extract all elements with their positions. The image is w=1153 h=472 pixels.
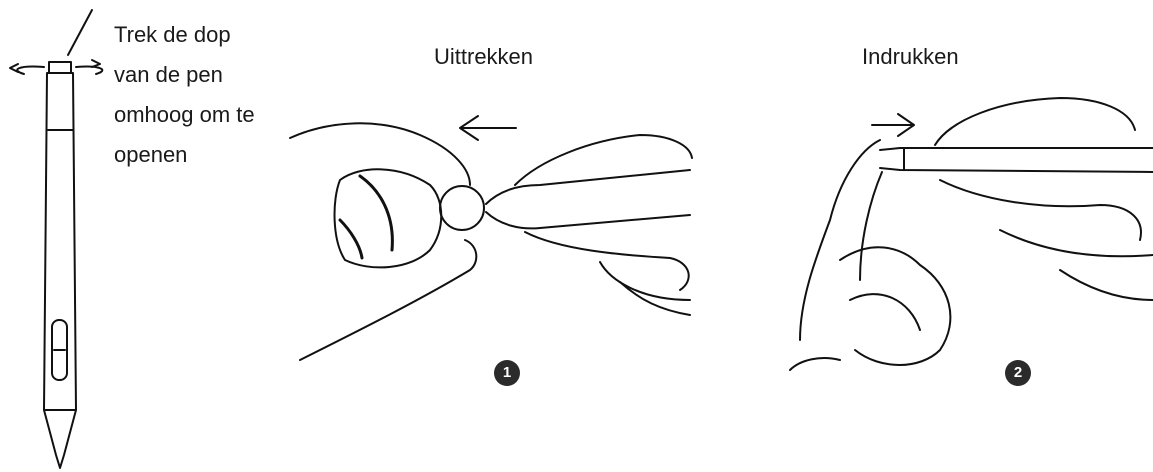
step1-heading: Uittrekken: [434, 44, 533, 70]
right-hand-knuckle-1: [600, 262, 690, 300]
hand2-left-knuckle: [850, 294, 920, 330]
rotate-arrowhead-right: [92, 60, 100, 67]
hand2-finger-1: [940, 180, 1141, 240]
pen-caption-line-2: van de pen: [114, 60, 223, 90]
left-thumb: [335, 169, 442, 267]
pen-caption-line-3: omhoog om te: [114, 100, 255, 130]
right-hand-top: [515, 135, 692, 185]
thumb-nail-line-1: [360, 176, 392, 250]
step2-illustration: [790, 98, 1153, 370]
rotate-arrow-left: [17, 67, 44, 74]
pen-lower-edge: [486, 212, 690, 228]
hand2-finger-3: [1060, 270, 1153, 300]
hand2-left-thumb: [800, 140, 880, 340]
pen-upper-edge: [486, 170, 690, 204]
pointer-line: [68, 10, 92, 55]
step1-number-badge: 1: [494, 360, 520, 386]
left-hand-lower: [300, 240, 476, 360]
hand2-left-wrist: [790, 358, 840, 370]
pen2-upper-edge: [880, 148, 1153, 150]
step1-illustration: [290, 116, 692, 360]
left-hand-upper: [290, 123, 470, 185]
thumb-nail-line-2: [340, 220, 362, 258]
right-hand-finger: [525, 232, 689, 290]
pen-caption-line-4: openen: [114, 140, 187, 170]
pen2-lower-edge: [880, 168, 1153, 172]
hand2-left-fingers: [840, 247, 950, 365]
pen-body: [44, 73, 76, 468]
hand2-top: [935, 98, 1135, 145]
hand2-left-thumb-inner: [860, 172, 882, 280]
rotate-arrowhead-left: [10, 64, 18, 72]
rotate-arrow-right: [76, 67, 102, 74]
step2-number-badge: 2: [1005, 360, 1031, 386]
hand2-finger-2: [1000, 230, 1153, 256]
pen-caption-line-1: Trek de dop: [114, 20, 231, 50]
pen-illustration: [10, 10, 102, 468]
pen-nib: [440, 186, 484, 230]
pen-cap: [49, 62, 71, 73]
step2-heading: Indrukken: [862, 44, 959, 70]
